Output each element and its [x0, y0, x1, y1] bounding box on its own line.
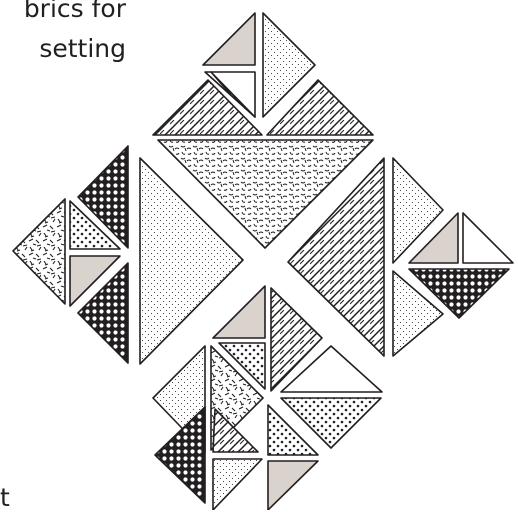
triangle-patch-plain-white: [463, 213, 513, 263]
triangle-patch-solid-taupe: [268, 461, 318, 510]
triangle-patch-solid-taupe: [203, 13, 255, 65]
triangle-patch-fine-dots: [213, 459, 262, 510]
triangle-patch-hash-dashes: [13, 199, 65, 304]
triangle-patch-solid-taupe: [213, 286, 265, 338]
